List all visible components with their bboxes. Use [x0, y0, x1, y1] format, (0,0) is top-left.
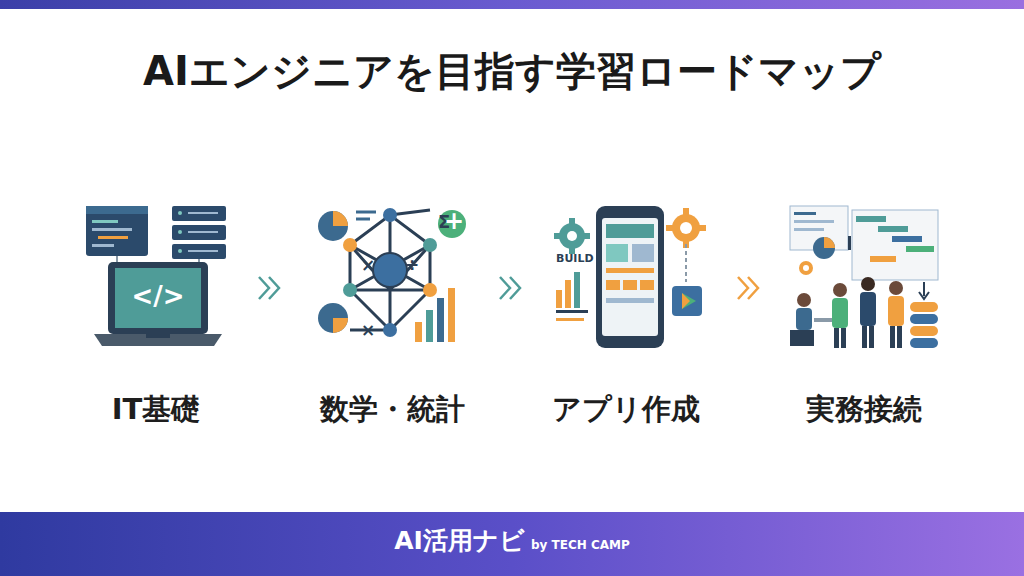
- title: AIエンジニアを目指す学習ロードマップ: [0, 44, 1024, 99]
- times-symbol: ×: [361, 322, 375, 339]
- chevron: [510, 277, 520, 299]
- step-label: IT基礎: [62, 390, 250, 430]
- chevron-arrow: [738, 277, 758, 299]
- build-text: BUILD: [556, 253, 594, 264]
- step-label: 実務接続: [762, 390, 966, 430]
- network-icon: [318, 208, 466, 342]
- phone-icon: [554, 206, 706, 348]
- times-symbol: ×: [361, 257, 375, 274]
- divide-symbol: ÷: [405, 257, 419, 274]
- chevron-arrow: [259, 277, 279, 299]
- chevron: [748, 277, 758, 299]
- step-node: IT基礎: [82, 198, 230, 430]
- laptop-icon: [86, 206, 226, 346]
- chevron-arrow: [500, 277, 520, 299]
- step-node: 実務接続: [782, 198, 946, 430]
- code-symbol: </>: [131, 283, 184, 309]
- brand-name: AI活用ナビ: [394, 528, 525, 553]
- chevron: [738, 277, 748, 299]
- step-label: 数学・統計: [286, 390, 498, 430]
- chevron: [269, 277, 279, 299]
- brand-sub: by TECH CAMP: [531, 539, 630, 551]
- step-label: アプリ作成: [520, 390, 732, 430]
- plus-symbol: +: [444, 209, 464, 233]
- top-bar: [0, 0, 1024, 9]
- chevron: [259, 277, 269, 299]
- step-node: アプリ作成: [540, 198, 712, 430]
- team-icon: [790, 206, 938, 348]
- chevron: [500, 277, 510, 299]
